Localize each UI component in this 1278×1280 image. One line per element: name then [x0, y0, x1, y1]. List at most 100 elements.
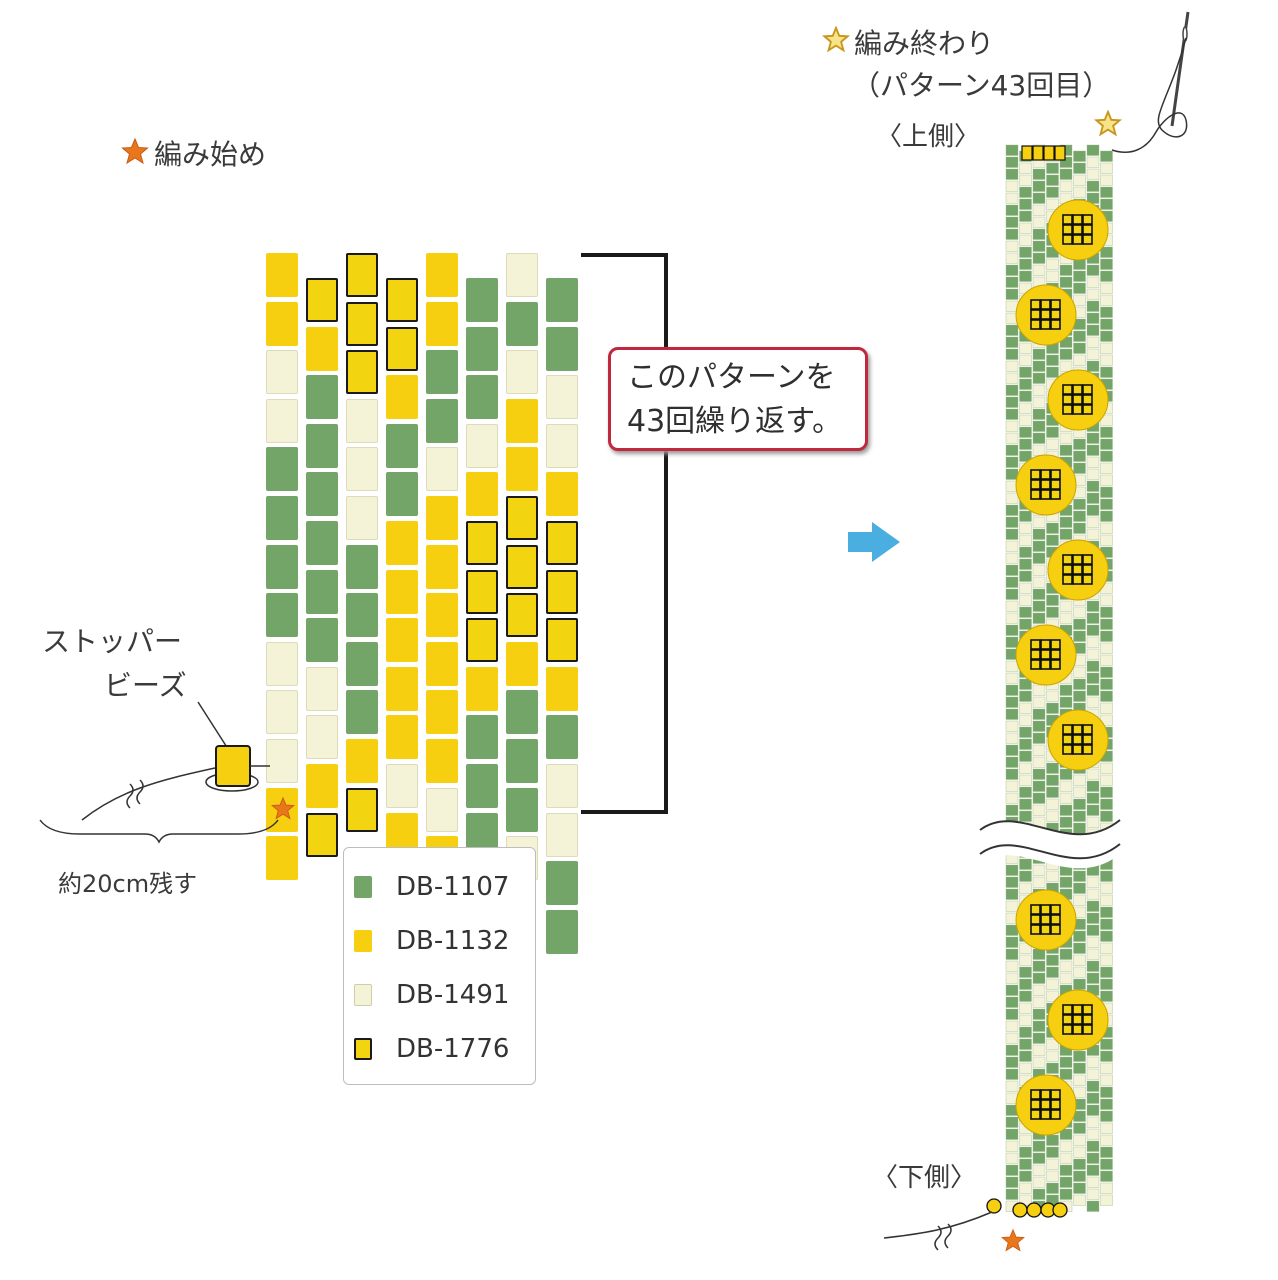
- bead: [306, 472, 338, 517]
- strip-bead: [1019, 534, 1032, 546]
- strip-bead: [1046, 438, 1059, 450]
- note-line-2: 43回繰り返す。: [627, 404, 843, 439]
- strip-bead: [1086, 504, 1100, 516]
- strip-bead: [1005, 732, 1019, 744]
- bead: [506, 398, 538, 443]
- strip-bead: [1005, 504, 1019, 516]
- bead: [266, 690, 298, 735]
- strip-bead: [1046, 270, 1059, 282]
- strip-bead: [1046, 990, 1059, 1002]
- strip-bead: [1005, 288, 1019, 300]
- strip-bead: [1046, 258, 1059, 270]
- strip-bead: [1059, 816, 1073, 828]
- strip-bead: [1100, 1122, 1113, 1134]
- strip-bead: [1100, 690, 1113, 702]
- strip-bead: [1019, 870, 1032, 882]
- strip-bead: [1005, 1176, 1019, 1188]
- bead: [386, 375, 418, 420]
- strip-bead: [1100, 906, 1113, 918]
- needle-icon: [1111, 11, 1190, 153]
- strip-bead: [1032, 204, 1046, 216]
- strip-bead: [1005, 720, 1019, 732]
- bead: [426, 350, 458, 395]
- bead: [266, 836, 298, 881]
- strip-bead: [1005, 1152, 1019, 1164]
- strip-bead: [1005, 600, 1019, 612]
- strip-bead: [1046, 1170, 1059, 1182]
- strip-bead: [1019, 690, 1032, 702]
- strip-bead: [1100, 978, 1113, 990]
- strip-bead: [1086, 1080, 1100, 1092]
- strip-bead: [1100, 510, 1113, 522]
- strip-bead: [1032, 960, 1046, 972]
- bead: [546, 909, 578, 954]
- strip-bead: [1100, 666, 1113, 678]
- bead: [306, 618, 338, 663]
- strip-bead: [1073, 282, 1086, 294]
- strip-bead: [1032, 444, 1046, 456]
- bead: [266, 544, 298, 589]
- strip-bead: [1086, 1164, 1100, 1176]
- strip-bead: [1032, 240, 1046, 252]
- bead: [466, 521, 498, 565]
- strip-bead: [1032, 552, 1046, 564]
- strip-bead: [1005, 216, 1019, 228]
- strip-bead: [1059, 1188, 1073, 1200]
- strip-top-beads: [1021, 145, 1066, 161]
- bead: [386, 472, 418, 517]
- sunflower-motif: [1047, 539, 1109, 601]
- strip-bead: [1032, 1152, 1046, 1164]
- strip-bead: [1100, 990, 1113, 1002]
- strip-bead: [1032, 168, 1046, 180]
- strip-bead: [1059, 1176, 1073, 1188]
- strip-bead: [1086, 936, 1100, 948]
- strip-bead: [1086, 480, 1100, 492]
- strip-bead: [1100, 474, 1113, 486]
- strip-bead: [1005, 564, 1019, 576]
- sunflower-motif: [1015, 624, 1077, 686]
- strip-bead: [1005, 252, 1019, 264]
- strip-bead: [1073, 1062, 1086, 1074]
- strip-bead: [1059, 780, 1073, 792]
- strip-bead: [1059, 876, 1073, 888]
- strip-bead: [1073, 186, 1086, 198]
- strip-bead: [1046, 198, 1059, 210]
- strip-bead: [1005, 1068, 1019, 1080]
- strip-bead: [1086, 528, 1100, 540]
- strip-bead: [1005, 900, 1019, 912]
- strip-bead: [1019, 978, 1032, 990]
- bead: [466, 666, 498, 711]
- strip-bead: [1019, 762, 1032, 774]
- strip-bead: [1086, 696, 1100, 708]
- strip-bead: [1086, 792, 1100, 804]
- end-label-line2: （パターン43回目）: [852, 69, 1111, 102]
- strip-bead: [1086, 456, 1100, 468]
- strip-bead: [1100, 198, 1113, 210]
- bead: [386, 423, 418, 468]
- strip-bead: [1032, 1188, 1046, 1200]
- strip-bead: [1019, 1062, 1032, 1074]
- strip-bead: [1100, 630, 1113, 642]
- strip-bead: [1086, 468, 1100, 480]
- strip-bead: [1059, 432, 1073, 444]
- strip-bead: [1032, 708, 1046, 720]
- strip-bead: [1019, 342, 1032, 354]
- strip-bead: [1073, 666, 1086, 678]
- strip-bead: [1019, 426, 1032, 438]
- strip-bead: [1032, 684, 1046, 696]
- strip-bead: [1019, 378, 1032, 390]
- strip-bead: [1005, 576, 1019, 588]
- strip-bead: [1019, 1170, 1032, 1182]
- strip-bead: [1059, 948, 1073, 960]
- strip-bead: [1046, 426, 1059, 438]
- strip-bead: [1019, 858, 1032, 870]
- strip-bead: [1086, 912, 1100, 924]
- strip-bead: [1100, 1110, 1113, 1122]
- bead: [266, 301, 298, 346]
- strip-bead: [1005, 432, 1019, 444]
- strip-bead: [1086, 360, 1100, 372]
- legend-code: DB-1776: [396, 1034, 510, 1064]
- strip-bead: [1046, 1038, 1059, 1050]
- bead: [346, 544, 378, 589]
